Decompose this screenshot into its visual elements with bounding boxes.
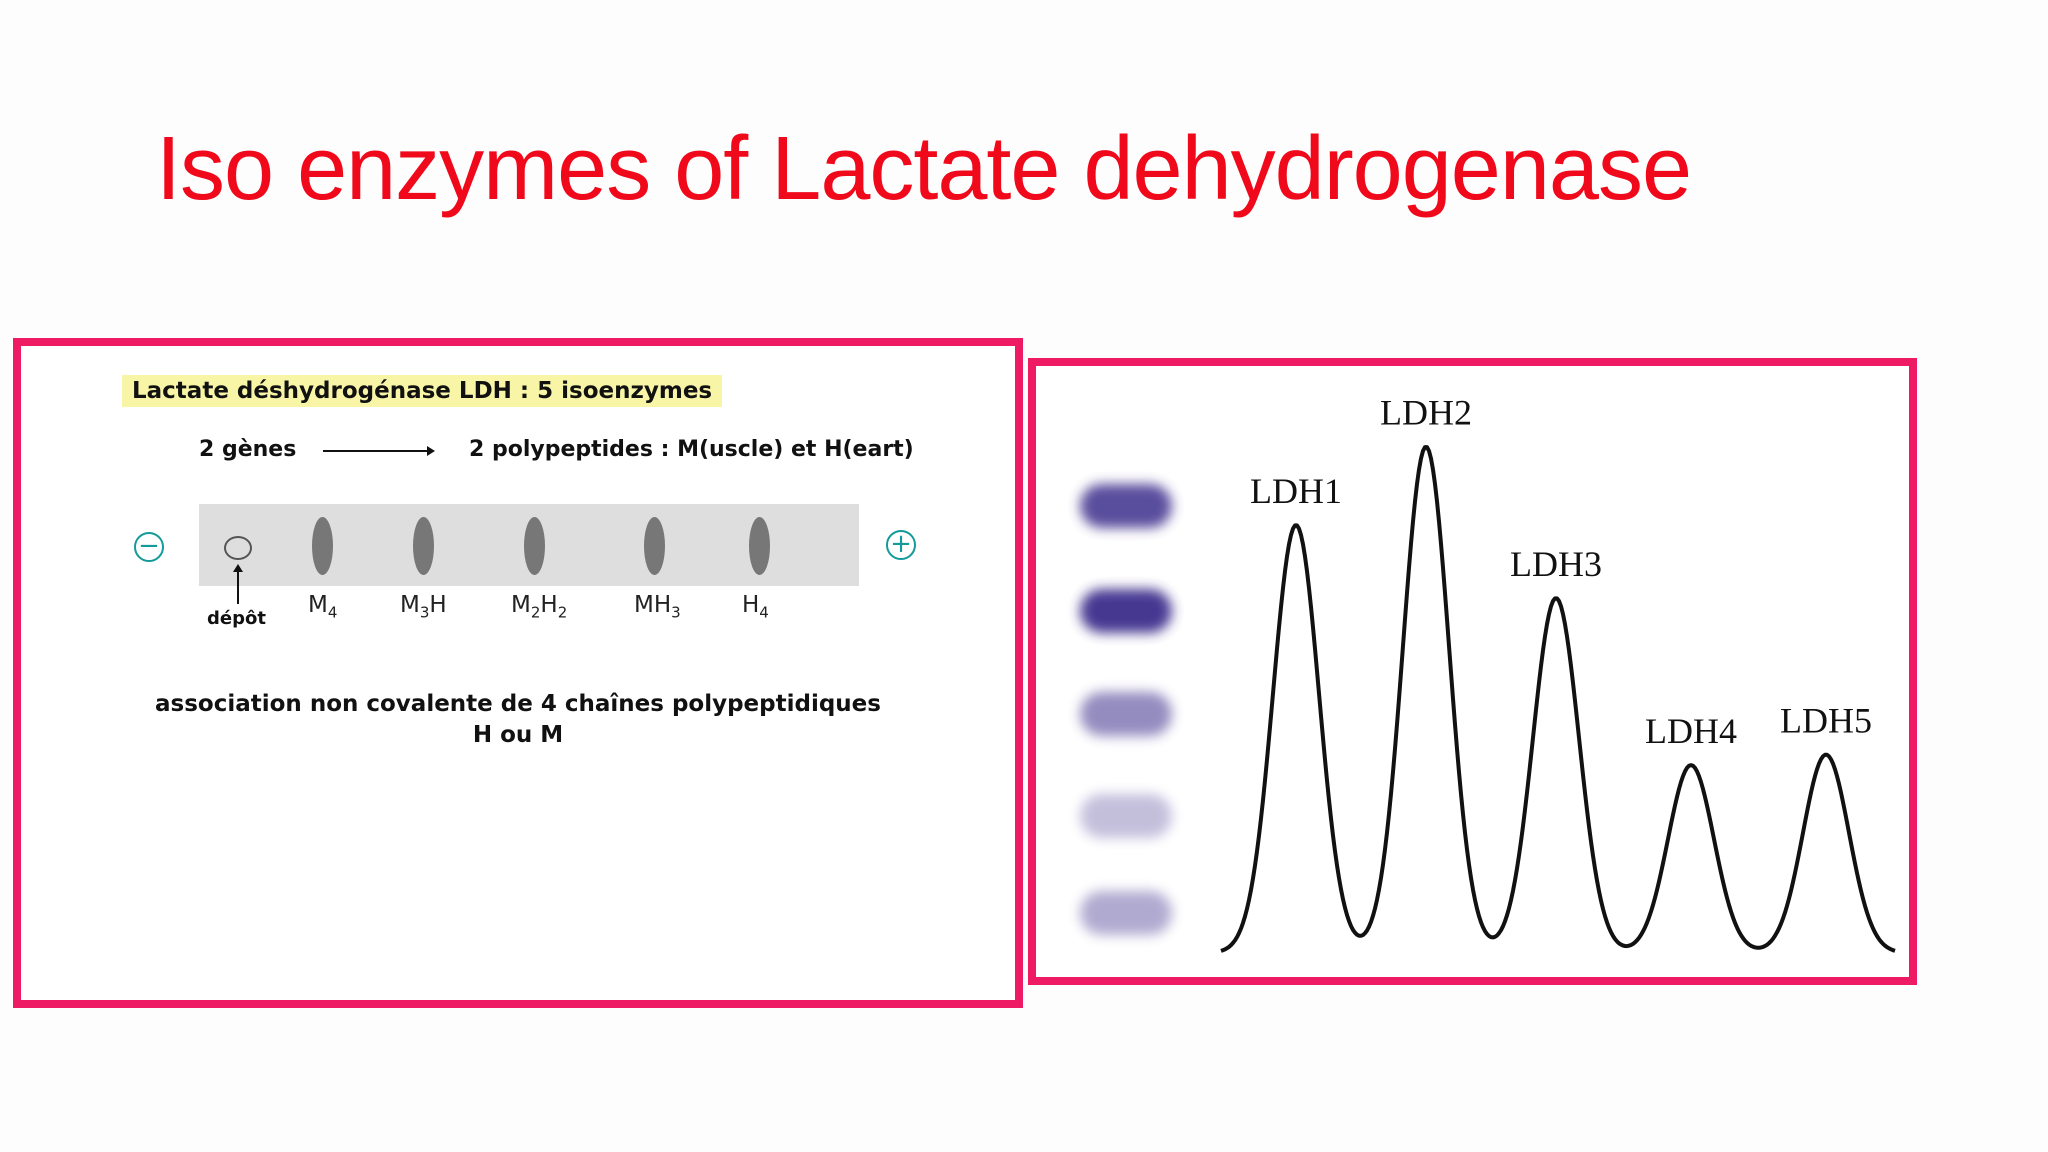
gel-band	[749, 517, 770, 575]
association-line-2: H ou M	[472, 722, 564, 748]
gel-band	[1080, 484, 1172, 528]
slide-title: Iso enzymes of Lactate dehydrogenase	[156, 119, 1692, 219]
association-text: association non covalente de 4 chaînes p…	[21, 689, 1015, 751]
peak-label: LDH3	[1510, 544, 1602, 584]
right-arrow-icon	[323, 446, 435, 456]
depot-label: dépôt	[207, 608, 266, 629]
gel-band	[413, 517, 434, 575]
gel-band	[1080, 794, 1172, 838]
peak-label: LDH4	[1645, 711, 1737, 751]
association-line-1: association non covalente de 4 chaînes p…	[155, 691, 881, 717]
band-label: MH3	[634, 592, 681, 622]
band-label: M2H2	[511, 592, 568, 622]
band-label: H4	[742, 592, 769, 622]
plus-pole-icon: +	[886, 530, 916, 560]
densitometry-curve	[1220, 445, 1896, 953]
up-arrow-icon	[233, 564, 243, 604]
gel-band	[1080, 891, 1172, 935]
peak-label: LDH5	[1780, 701, 1872, 741]
genes-row: 2 gènes 2 polypeptides : M(uscle) et H(e…	[21, 437, 1015, 467]
gel-band	[1080, 692, 1172, 736]
gel-band	[644, 517, 665, 575]
peak-label: LDH2	[1380, 393, 1472, 433]
gel-lane	[1080, 484, 1172, 935]
minus-pole-icon: −	[134, 532, 164, 562]
genes-label: 2 gènes	[199, 437, 297, 462]
band-label: M4	[308, 592, 338, 622]
band-label: M3H	[400, 592, 447, 622]
gel-band	[524, 517, 545, 575]
gel-band	[312, 517, 333, 575]
isoenzyme-schema-panel: Lactate déshydrogénase LDH : 5 isoenzyme…	[13, 338, 1023, 1008]
peak-label: LDH1	[1250, 471, 1342, 511]
deposit-well	[224, 536, 252, 560]
gel-band	[1080, 589, 1172, 633]
polypeptides-label: 2 polypeptides : M(uscle) et H(eart)	[469, 437, 914, 462]
schema-heading: Lactate déshydrogénase LDH : 5 isoenzyme…	[122, 375, 723, 407]
